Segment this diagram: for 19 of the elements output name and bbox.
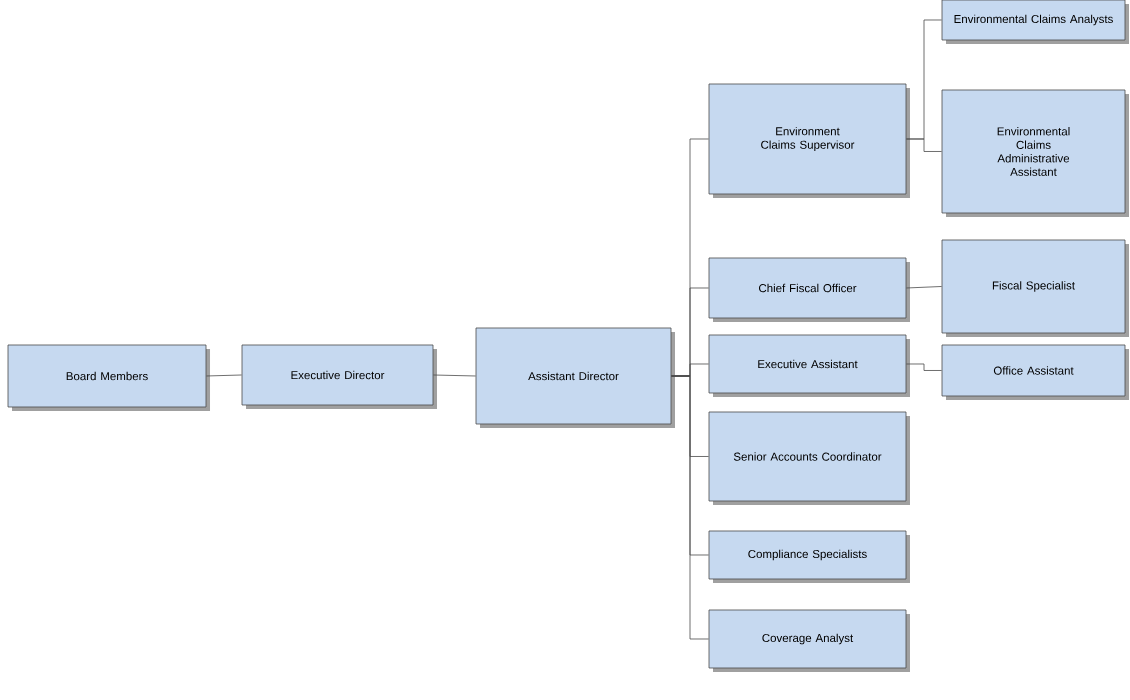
org-box: Assistant Director xyxy=(475,327,675,428)
org-box: Fiscal Specialist xyxy=(941,239,1129,337)
org-box: Board Members xyxy=(7,344,210,411)
org-box: Coverage Analyst xyxy=(708,609,910,672)
org-box: Environment Claims Supervisor xyxy=(708,83,910,198)
org-box: Chief Fiscal Officer xyxy=(708,257,910,322)
connector-line xyxy=(906,286,942,289)
org-box: Senior Accounts Coordinator xyxy=(708,411,910,505)
connector-line xyxy=(206,374,242,377)
org-box: Executive Director xyxy=(241,344,437,409)
org-box: Environmental Claims Administrative Assistant xyxy=(941,89,1129,217)
org-box: Executive Assistant xyxy=(708,334,910,397)
connector-line xyxy=(906,363,942,371)
connector-line xyxy=(433,374,476,377)
org-box: Compliance Specialists xyxy=(708,530,910,583)
connector-line xyxy=(906,138,942,152)
org-box: Environmental Claims Analysts xyxy=(941,0,1129,44)
connector-line xyxy=(671,375,709,640)
org-box: Office Assistant xyxy=(941,344,1129,400)
